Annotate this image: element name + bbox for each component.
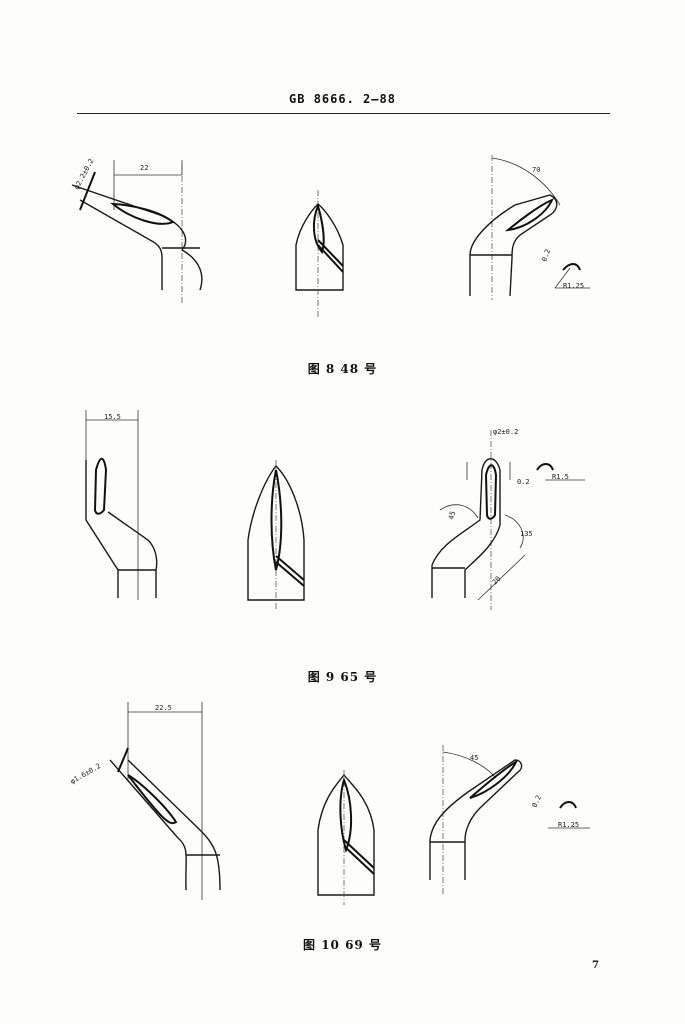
fig9-angle-b-label: 135 [520, 530, 533, 538]
fig8-front-view [295, 190, 344, 318]
fig10-side-view: 22.5 φ1.6±0.2 [69, 702, 221, 900]
fig9-thickness-label: 0.2 [517, 478, 530, 486]
standard-number-header: GB 8666. 2—88 [289, 92, 396, 106]
fig9-diameter-label: φ2±0.2 [493, 428, 518, 436]
fig10-profile-view: 45 0.2 R1.25 [429, 745, 590, 895]
fig8-length-label: 22 [140, 164, 148, 172]
fig9-side-view: 15.5 [85, 410, 158, 600]
fig10-radius-detail [559, 801, 577, 809]
fig8-radius-detail [562, 263, 581, 271]
fig10-front-view [317, 770, 375, 905]
header-rule [77, 113, 610, 114]
fig9-radius-detail [536, 463, 554, 471]
fig9-length-label: 15.5 [104, 413, 121, 421]
fig10-radius-label: R1.25 [558, 821, 579, 829]
fig10-thickness-label: 0.2 [531, 794, 544, 809]
figure-8-caption: 图 8 48 号 [307, 362, 378, 376]
fig9-radius-label: R1.5 [552, 473, 569, 481]
fig10-angle-label: 45 [470, 754, 478, 762]
fig9-angle-a-label: 45 [447, 510, 457, 520]
fig9-profile-view: φ2±0.2 0.2 R1.5 45 135 20 [431, 428, 585, 610]
fig8-radius-label: R1.25 [563, 282, 584, 290]
fig8-thickness-label: 0.2 [540, 248, 552, 263]
fig10-length-label: 22.5 [155, 704, 172, 712]
figure-10-caption: 图 10 69 号 [303, 938, 382, 952]
figure-9-caption: 图 9 65 号 [307, 670, 378, 684]
fig8-angle-label: 70 [532, 166, 540, 174]
fig8-profile-view: 70 0.2 R1.25 [469, 155, 590, 300]
fig9-length-b-label: 20 [491, 575, 503, 587]
page-number: 7 [592, 960, 599, 971]
fig10-diameter-label: φ1.6±0.2 [69, 762, 102, 786]
fig9-front-view [247, 460, 305, 610]
